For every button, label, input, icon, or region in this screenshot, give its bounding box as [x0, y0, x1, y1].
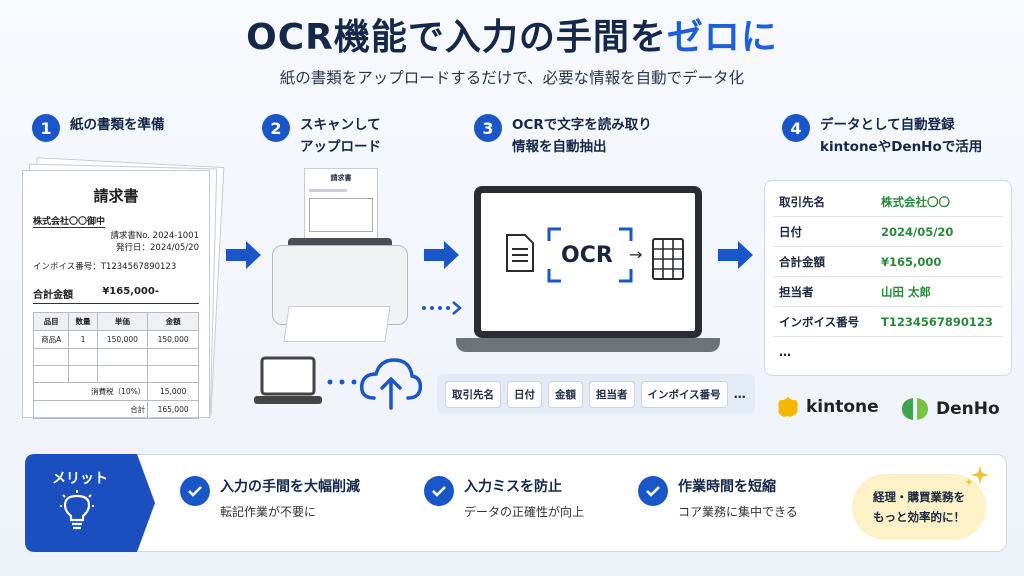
kintone-logo-icon: [778, 397, 798, 417]
table-header: 数量: [68, 312, 98, 331]
field-chip: 日付: [507, 380, 542, 408]
merits-tag: [25, 454, 155, 552]
field-chip: 担当者: [589, 380, 635, 408]
invoice-customer: 株式会社〇〇御中: [33, 214, 106, 228]
title-main: OCR機能で入力の手間を: [246, 17, 667, 58]
scan-frame-icon: [547, 227, 633, 283]
step-2-header: 2 スキャンしてアップロード: [262, 114, 381, 158]
step-number: 4: [782, 114, 810, 142]
table-row: [32, 365, 199, 383]
page-title: OCR機能で入力の手間をゼロに: [0, 8, 1024, 60]
lightbulb-icon: [60, 490, 94, 530]
laptop-icon: OCR →: [474, 186, 702, 338]
invoice-total: 合計金額¥165,000-: [33, 286, 199, 304]
check-icon: [424, 476, 454, 506]
sparkle-icon: [965, 466, 989, 486]
invoice-meta: 請求書No. 2024-1001 発行日：2024/05/20: [110, 231, 199, 253]
dotted-arrow-icon: [422, 301, 462, 315]
data-row: 合計金額¥165,000: [773, 247, 1003, 277]
table-row: [32, 348, 199, 366]
scanner-output-paper: [283, 306, 391, 342]
flow-arrow-icon: [718, 241, 753, 269]
merit-item: 入力ミスを防止データの正確性が向上: [424, 476, 584, 520]
field-chip-more: …: [733, 387, 746, 401]
check-icon: [638, 476, 668, 506]
kintone-logo: kintone: [776, 396, 879, 418]
merits-label: メリット: [52, 471, 108, 487]
check-icon: [180, 476, 210, 506]
small-laptop-icon: [254, 356, 322, 404]
ocr-arrow: →: [629, 245, 643, 264]
dotted-connector: [327, 379, 357, 385]
field-chip: 取引先名: [445, 380, 501, 408]
promo-bubble: 経理・購買業務を もっと効率的に！: [852, 474, 986, 540]
page-subtitle: 紙の書類をアップロードするだけで、必要な情報を自動でデータ化: [279, 69, 745, 87]
merits-panel: [25, 454, 1007, 552]
merit-item: 作業時間を短縮コア業務に集中できる: [638, 476, 798, 520]
document-icon: [506, 234, 534, 272]
ocr-label: OCR: [561, 243, 613, 268]
extracted-fields: 取引先名 日付 金額 担当者 インボイス番号 …: [437, 374, 755, 414]
table-header: 金額: [147, 312, 199, 331]
table-header: 品目: [32, 312, 70, 331]
field-chip: 金額: [548, 380, 583, 408]
step-number: 2: [262, 114, 290, 142]
invoice-document: 請求書 株式会社〇〇御中 請求書No. 2024-1001 発行日：2024/0…: [22, 170, 210, 419]
data-ellipsis: …: [779, 345, 791, 359]
laptop-base: [456, 338, 720, 352]
merit-item: 入力の手間を大幅削減転記作業が不要に: [180, 476, 360, 520]
field-chip: インボイス番号: [640, 380, 728, 408]
table-row: 消費税（10%）15,000: [32, 382, 199, 401]
step-label: 紙の書類を準備: [70, 117, 165, 133]
step-label: スキャンしてアップロード: [300, 117, 381, 155]
table-grid-icon: [652, 238, 684, 280]
step-number: 1: [32, 114, 60, 142]
step-number: 3: [474, 114, 502, 142]
cloud-upload-icon: [360, 358, 423, 410]
invoice-title: 請求書: [93, 187, 139, 205]
flow-arrow-icon: [226, 241, 261, 269]
table-header: 単価: [96, 312, 149, 331]
step-1-header: 1 紙の書類を準備: [32, 114, 165, 142]
title-accent: ゼロに: [666, 17, 778, 58]
data-row: 取引先名株式会社〇〇: [773, 187, 1003, 217]
denho-logo-icon: [902, 398, 928, 420]
flow-arrow-icon: [424, 241, 459, 269]
step-3-header: 3 OCRで文字を読み取り情報を自動抽出: [474, 114, 652, 158]
data-row: 担当者山田 太郎: [773, 277, 1003, 307]
denho-logo: DenHo: [900, 396, 1000, 422]
step-label: OCRで文字を読み取り情報を自動抽出: [512, 117, 652, 155]
invoice-registration: インボイス番号：T1234567890123: [33, 262, 177, 272]
laptop-screen-content: OCR →: [481, 193, 695, 331]
